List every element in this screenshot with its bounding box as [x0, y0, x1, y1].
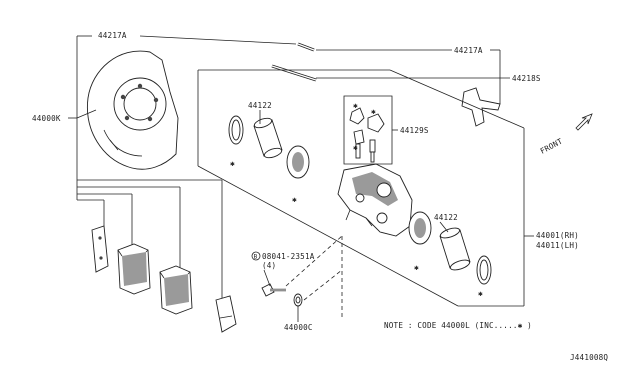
caliper-box [197, 69, 534, 307]
asterisk-icon: ✱ [292, 195, 297, 204]
piston-bottom [439, 227, 471, 271]
label-44122-bottom: 44122 [434, 213, 458, 222]
diagram-id: J441008Q [570, 353, 608, 362]
label-44001-rh: 44001(RH) [536, 231, 579, 240]
asterisk-icon: ✱ [230, 159, 235, 168]
retaining-pin [271, 42, 317, 82]
piston-seal-bottom [476, 255, 492, 285]
label-bolt-part: 08041-2351A [262, 252, 315, 261]
brake-pad-1 [117, 243, 151, 295]
piston-seal-top-left [228, 115, 244, 145]
front-label: FRONT [539, 136, 564, 155]
front-indicator: FRONT [539, 113, 593, 156]
label-44129s: 44129S [400, 126, 429, 135]
label-44217a-top: 44217A [98, 31, 127, 40]
dust-boot-bottom [408, 211, 432, 245]
label-44217a-right: 44217A [454, 46, 483, 55]
label-44218s: 44218S [512, 74, 541, 83]
asterisk-icon: ✱ [353, 101, 358, 110]
dust-boot-top [286, 145, 310, 179]
label-leaders [259, 110, 449, 287]
dashed-guides [285, 235, 343, 318]
label-44000k: 44000K [32, 114, 61, 123]
asterisk-icon: ✱ [478, 289, 483, 298]
bolt-callout: B 08041-2351A (4) [251, 251, 315, 270]
mounting-bolt [261, 283, 286, 297]
note-text: NOTE : CODE 44000L (INC.....✱ ) [384, 321, 532, 330]
piston-top [253, 117, 283, 159]
bleeder-kit-box [343, 95, 398, 165]
backing-plate [87, 50, 179, 170]
label-44122-top: 44122 [248, 101, 272, 110]
left-leader-frame [68, 35, 297, 300]
brake-pad-2 [159, 265, 193, 315]
asterisk-markers: ✱ ✱ ✱ ✱ ✱ ✱ ✱ [230, 101, 483, 298]
right-leaders [316, 49, 510, 104]
label-44011-lh: 44011(LH) [536, 241, 579, 250]
bolt-circle-letter: B [254, 254, 258, 261]
caliper-body [337, 163, 413, 237]
pad-shim-2 [215, 295, 237, 333]
asterisk-icon: ✱ [353, 143, 358, 152]
copper-washer [293, 293, 303, 307]
front-arrow-icon [575, 113, 593, 131]
anti-rattle-spring [461, 87, 501, 127]
asterisk-icon: ✱ [414, 263, 419, 272]
bleeder-screws [349, 107, 385, 163]
label-44000c: 44000C [284, 323, 313, 332]
label-bolt-qty: (4) [262, 261, 276, 270]
asterisk-icon: ✱ [371, 107, 376, 116]
pad-shim-1 [91, 225, 109, 273]
